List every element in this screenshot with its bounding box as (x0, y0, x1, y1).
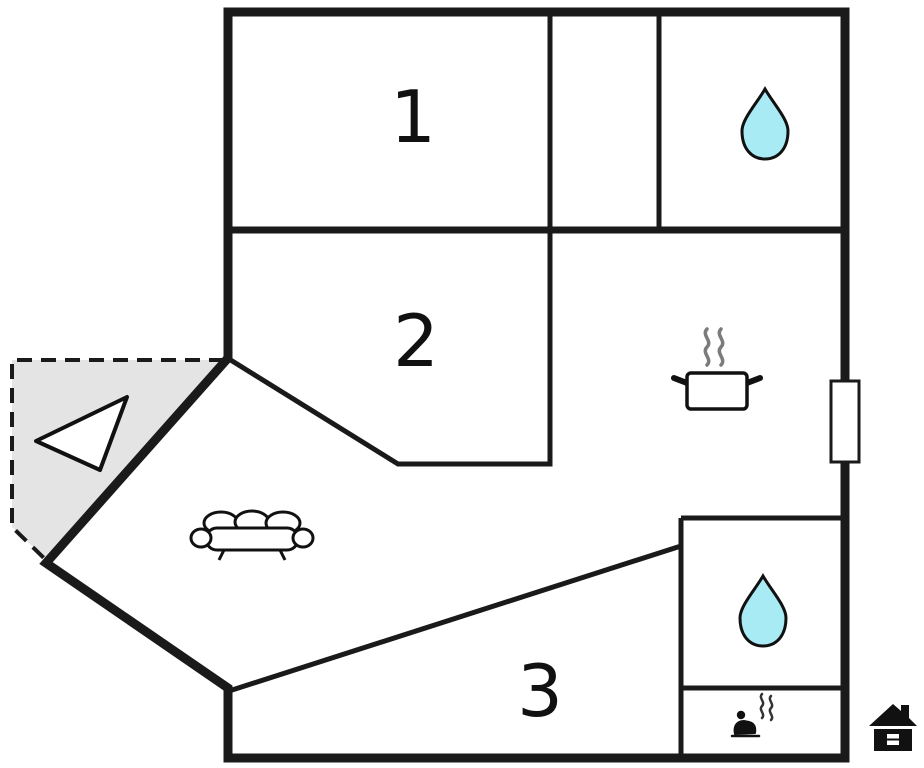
room-2-label: 2 (393, 299, 439, 383)
pot-handle-right (744, 375, 763, 386)
steam-line (703, 327, 711, 367)
house-icon (869, 704, 917, 751)
sofa-icon (189, 509, 315, 561)
outer-walls (39, 7, 850, 763)
water-drop-shape (738, 572, 788, 648)
terrace-fill (12, 360, 224, 561)
sauna-steam-line (768, 694, 774, 722)
sauna-person-head (736, 710, 746, 720)
room-3-label: 3 (517, 649, 563, 733)
sauna-icon (730, 692, 774, 738)
window-marker (829, 379, 861, 464)
pot-handle-left (671, 375, 690, 386)
wall-room3-diagonal (228, 543, 682, 694)
sofa-seat (204, 526, 300, 552)
sauna-steam-line (759, 692, 765, 720)
terrace-dashed-boundary (10, 358, 224, 562)
sauna-person-body (733, 720, 757, 735)
terrace-area (10, 358, 224, 562)
water-drop-shape (740, 85, 790, 161)
wall-room2 (227, 230, 553, 467)
house-roof (869, 704, 917, 726)
sofa-armrest-right (291, 527, 315, 549)
steam-line (717, 327, 725, 367)
cooking-pot-icon (671, 327, 763, 411)
room-1-label: 1 (390, 75, 436, 159)
interior-walls (227, 12, 845, 757)
sofa-armrest-left (189, 527, 213, 549)
pot-body (685, 371, 749, 411)
water-drop-icon-bottom (738, 572, 788, 648)
terrace-triangle-icon (34, 395, 129, 472)
water-drop-icon-top (740, 85, 790, 161)
sofa-legs (217, 549, 287, 561)
